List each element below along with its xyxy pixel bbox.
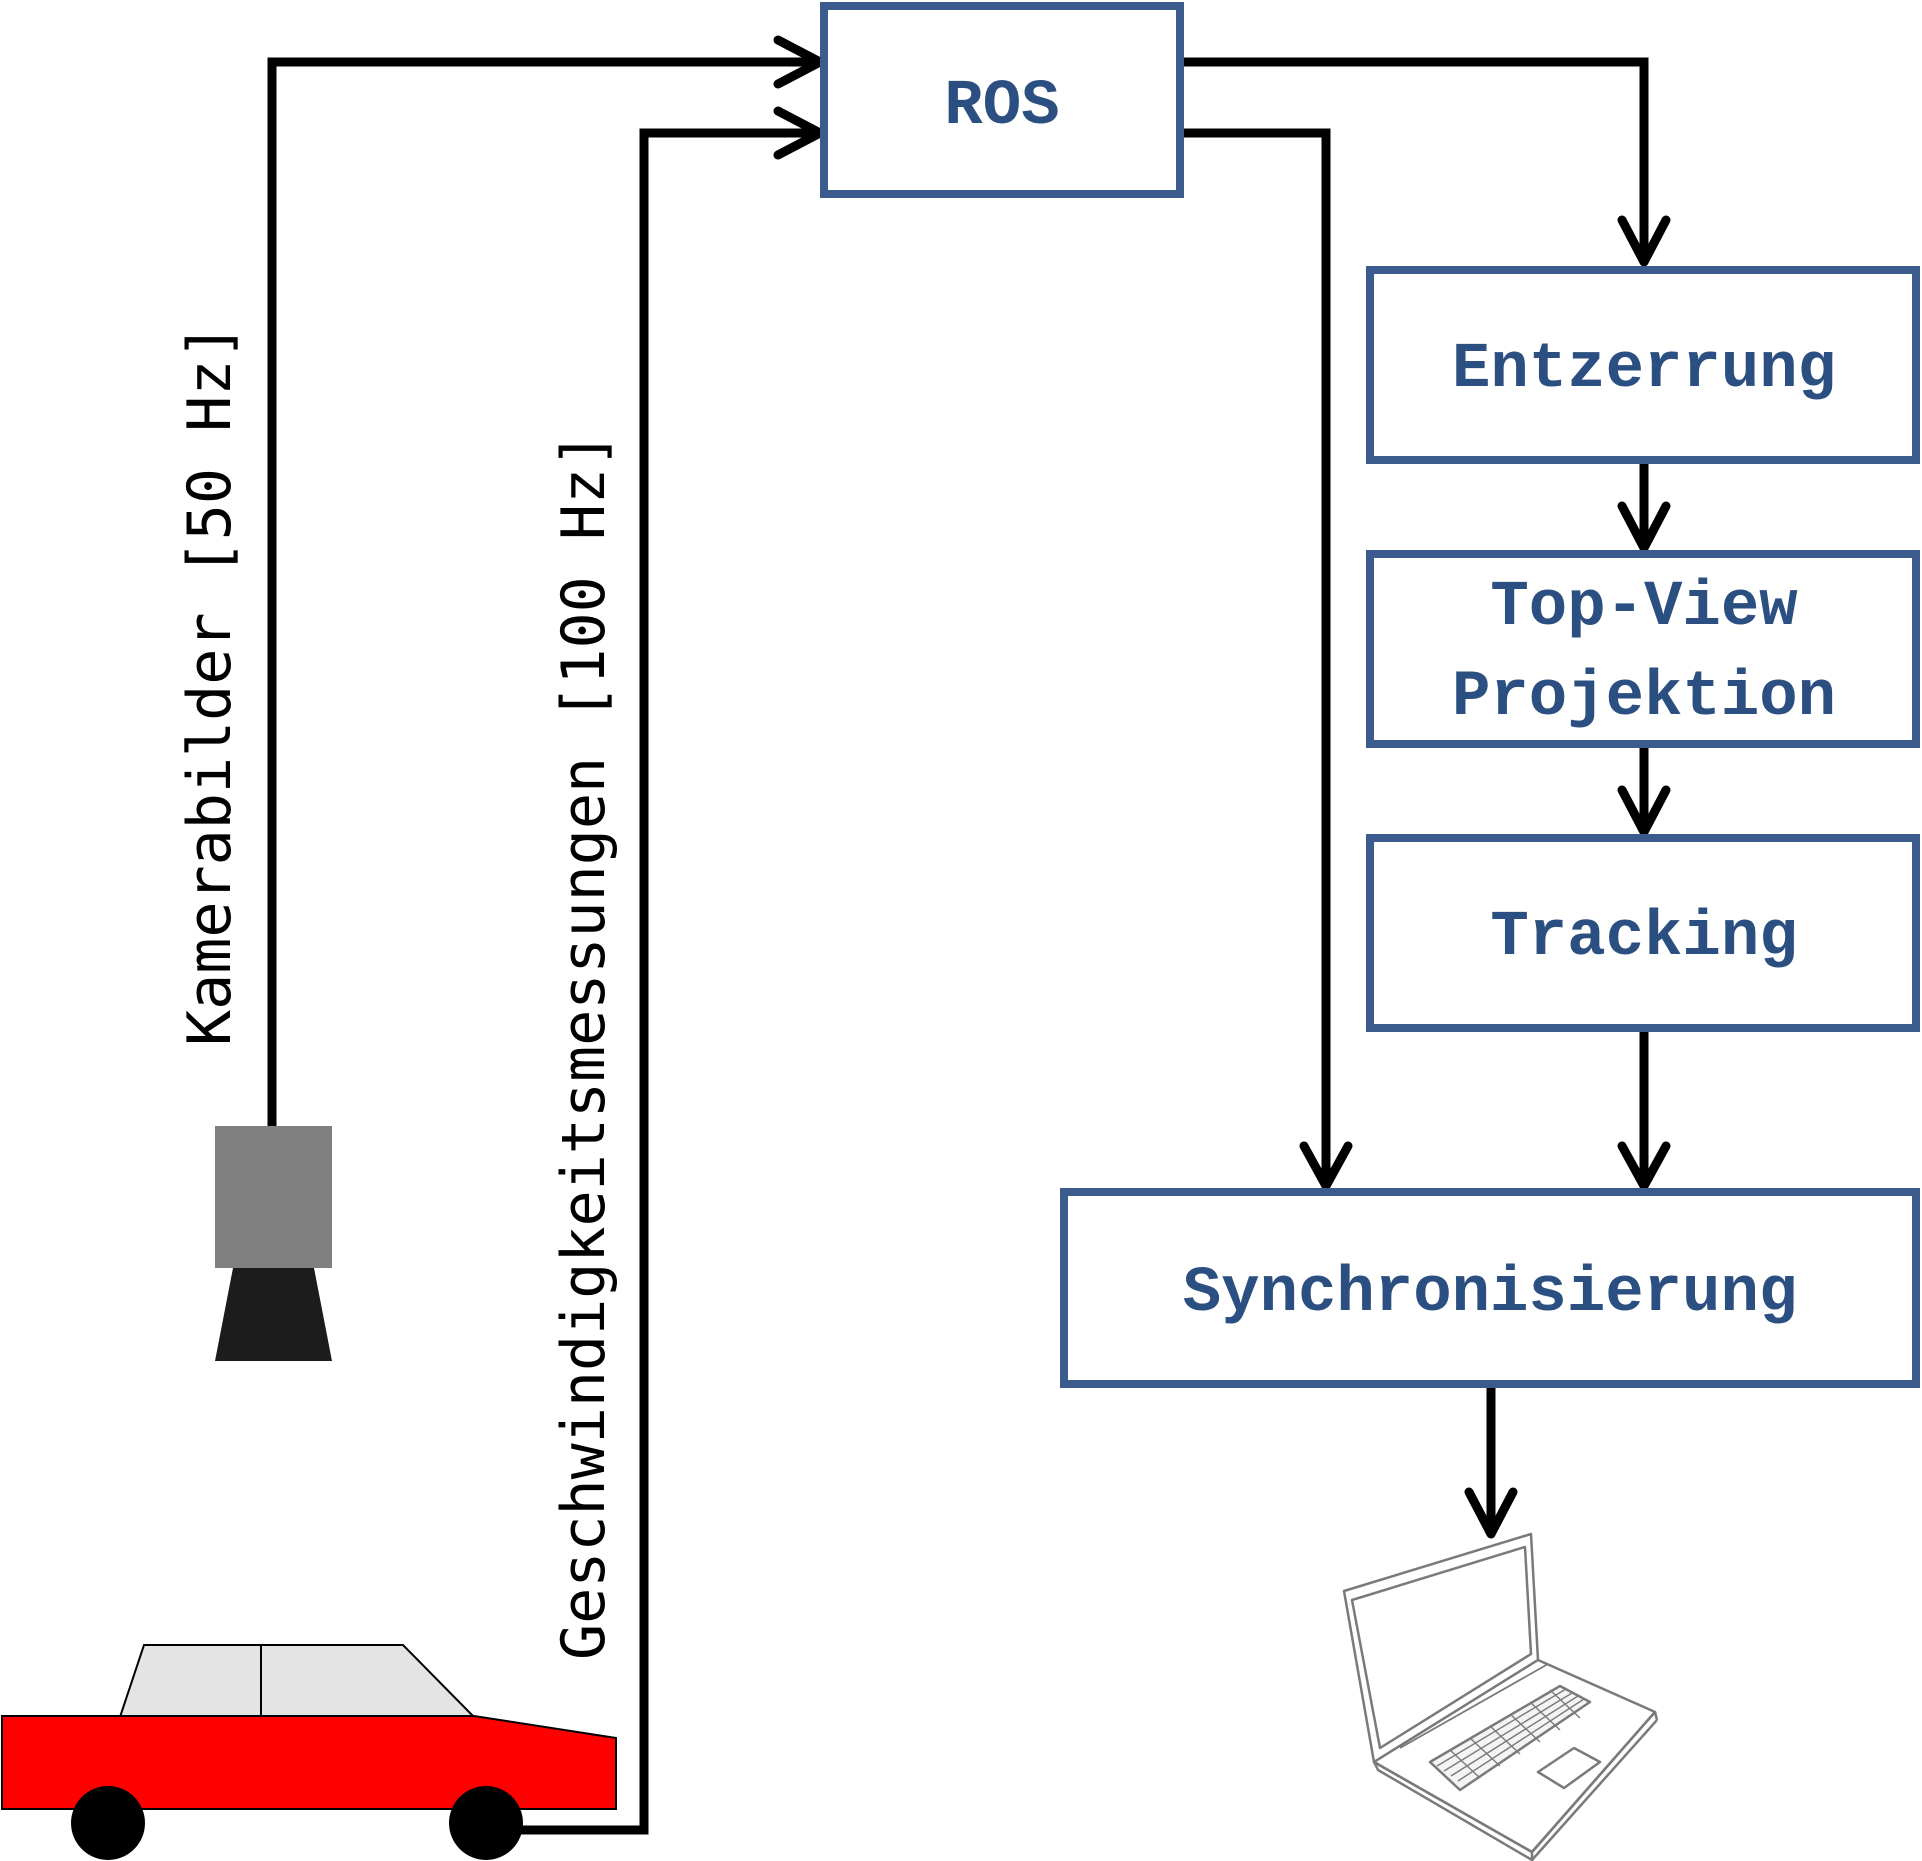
ros-label: ROS [944, 71, 1059, 143]
sync-label: Synchronisierung [1183, 1258, 1798, 1330]
topview-label-line1: Top-View [1490, 572, 1798, 644]
tracking-label: Tracking [1490, 902, 1797, 974]
entzerrung-box [1366, 266, 1920, 464]
camera-icon [215, 1126, 332, 1361]
ros-to-entzerrung-line [1182, 57, 1649, 262]
tracking-node: Tracking [1366, 834, 1920, 1032]
topview-node: Top-View Projektion [1366, 550, 1920, 748]
sync-to-laptop-arrowhead [1464, 1487, 1518, 1539]
tracking-to-sync-arrowhead [1617, 1141, 1671, 1191]
entzerrung-node: Entzerrung [1366, 266, 1920, 464]
car-body [1, 1715, 617, 1810]
entzerrung-label: Entzerrung [1452, 334, 1836, 406]
ros-to-sync-arrowhead [1299, 1141, 1353, 1191]
car-cabin [118, 1644, 477, 1718]
car-rear-wheel [449, 1786, 523, 1860]
car-front-wheel [71, 1786, 145, 1860]
ros-node: ROS [820, 2, 1184, 198]
topview-box [1366, 550, 1920, 748]
connectors [267, 35, 1671, 1835]
speed-edge-label: Geschwindigkeitsmessungen [100 Hz] [549, 432, 619, 1660]
car-icon [1, 1644, 617, 1860]
ros-to-sync-line [1182, 128, 1331, 1186]
laptop-screen [1350, 1545, 1533, 1750]
ros-to-entzerrung-arrowhead [1617, 215, 1671, 267]
sync-box [1060, 1188, 1920, 1388]
camera-to-ros-line [267, 57, 820, 1128]
topview-to-tracking-arrowhead [1617, 785, 1671, 837]
entzerrung-to-topview-arrowhead [1617, 501, 1671, 553]
laptop-keys [1436, 1688, 1585, 1782]
topview-label-line2: Projektion [1452, 662, 1836, 734]
ros-box [820, 2, 1184, 198]
camera-body [215, 1126, 332, 1268]
laptop-touchpad [1536, 1746, 1602, 1790]
camera-lens [215, 1268, 332, 1361]
sync-node: Synchronisierung [1060, 1188, 1920, 1388]
camera-edge-label: Kamerabilder [50 Hz] [175, 324, 245, 1046]
car-to-ros-line [520, 128, 820, 1835]
tracking-box [1366, 834, 1920, 1032]
laptop-icon [1342, 1532, 1659, 1861]
